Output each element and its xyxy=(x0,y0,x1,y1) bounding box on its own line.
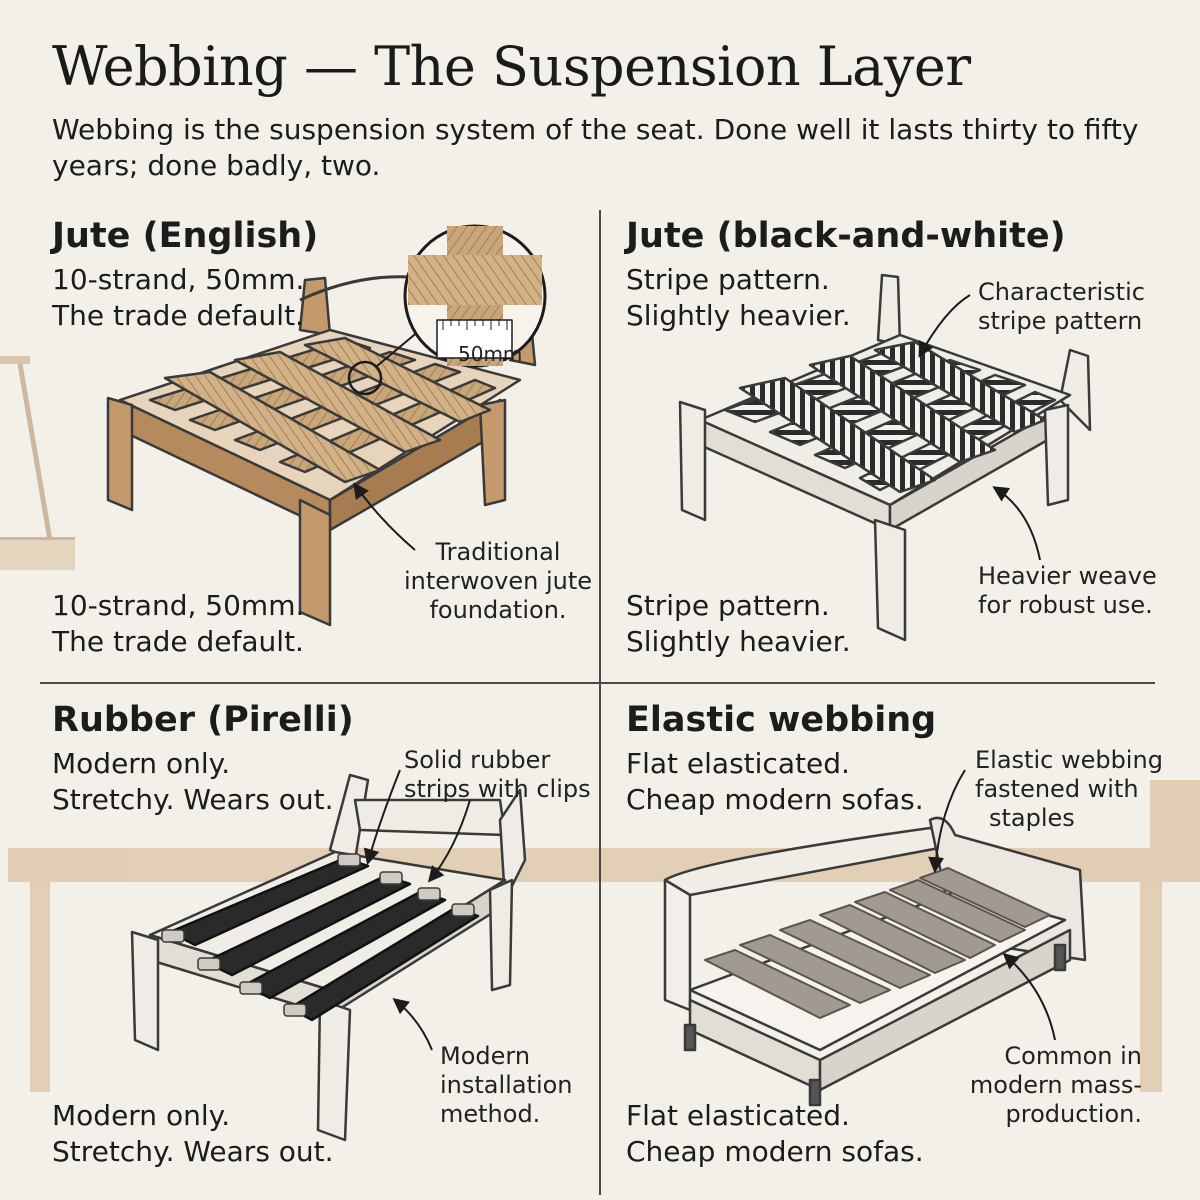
rubber-pirelli-chair-illustration xyxy=(130,769,527,1142)
callout-label: Heavier weave for robust use. xyxy=(978,562,1157,619)
panel-description-line: Flat elasticated. xyxy=(626,747,850,780)
panel-footer-line: Stripe pattern. xyxy=(626,589,830,622)
horizontal-divider xyxy=(40,682,1155,684)
panel-description-line: Slightly heavier. xyxy=(626,299,851,332)
panel-footer-line: Flat elasticated. xyxy=(626,1099,850,1132)
panel-description-line: Modern only. xyxy=(52,747,231,780)
panel-footer-line: The trade default. xyxy=(52,625,304,658)
page-title: Webbing — The Suspension Layer xyxy=(52,35,971,98)
jute-english-chair-illustration xyxy=(106,224,547,627)
callout-label: Traditional interwoven jute foundation. xyxy=(403,538,593,624)
panel-description-line: Stretchy. Wears out. xyxy=(52,783,334,816)
panel-title: Elastic webbing xyxy=(626,700,937,740)
panel-footer-line: Cheap modern sofas. xyxy=(626,1135,924,1168)
intro-text: Webbing is the suspension system of the … xyxy=(52,113,1139,182)
panel-footer-line: Stretchy. Wears out. xyxy=(52,1135,334,1168)
callout-label: Solid rubber strips with clips xyxy=(404,746,591,803)
callout-label: Common in modern mass- production. xyxy=(969,1042,1142,1128)
panel-title: Jute (English) xyxy=(52,216,319,256)
panel-description-line: 10-strand, 50mm. xyxy=(52,263,305,296)
jute-black-white-chair-illustration xyxy=(678,273,1092,642)
background-bench xyxy=(8,780,1200,1092)
callout-label: Characteristic stripe pattern xyxy=(978,278,1145,335)
panel-title: Rubber (Pirelli) xyxy=(52,700,354,740)
callout-label: Modern installation method. xyxy=(440,1042,573,1128)
panel-footer-line: 10-strand, 50mm. xyxy=(52,589,305,622)
panel-footer-line: Modern only. xyxy=(52,1099,231,1132)
panel-description-line: Cheap modern sofas. xyxy=(626,783,924,816)
panel-description-line: Stripe pattern. xyxy=(626,263,830,296)
scale-label: 50mm xyxy=(458,342,523,366)
callout-label: Elastic webbing fastened with staples xyxy=(975,746,1163,832)
panel-footer-line: Slightly heavier. xyxy=(626,625,851,658)
panel-title: Jute (black-and-white) xyxy=(626,216,1066,256)
vertical-divider xyxy=(599,210,601,1195)
panel-description-line: The trade default. xyxy=(52,299,304,332)
background-lamp xyxy=(0,356,75,570)
elastic-webbing-sofa-illustration xyxy=(663,769,1087,1107)
